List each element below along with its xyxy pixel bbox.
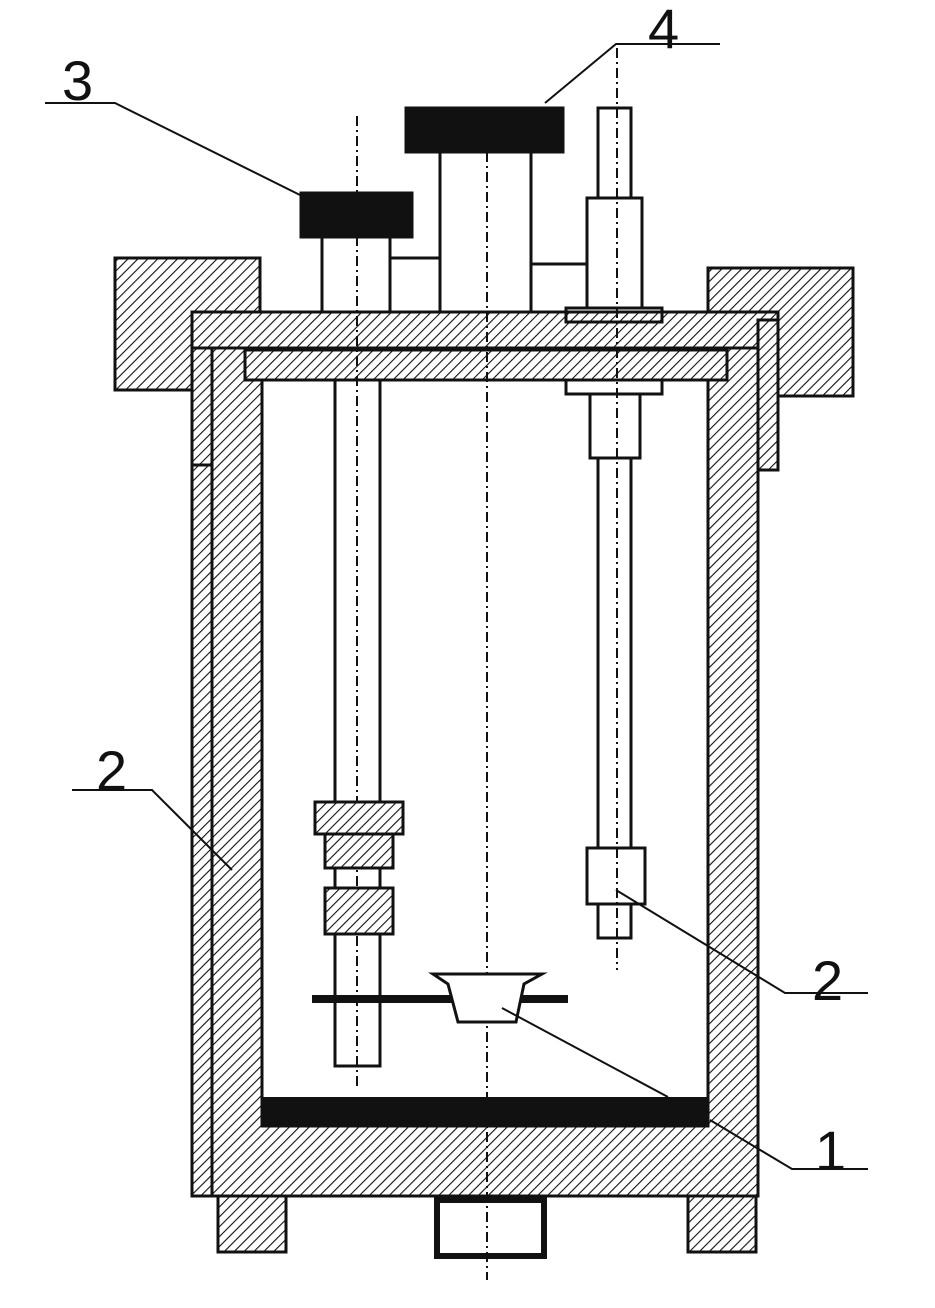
central-cap: [404, 106, 565, 154]
leader-3: [45, 102, 303, 197]
left-cap: [299, 191, 414, 239]
callout-label-4: 4: [648, 0, 679, 60]
vessel-wall: [190, 318, 780, 1259]
leader-2-right: [615, 889, 868, 994]
leader-1: [709, 1119, 868, 1170]
leader-4: [544, 43, 720, 104]
leader-2-left: [72, 789, 233, 871]
leader-1-crucible: [501, 1007, 669, 1098]
callout-label-3: 3: [62, 49, 93, 112]
callout-label-1: 1: [815, 1119, 846, 1182]
callout-label-2-right: 2: [812, 949, 843, 1012]
callout-label-2-left: 2: [96, 739, 127, 802]
central-column: [390, 106, 587, 314]
center-lines: [356, 48, 618, 1280]
crucible-assembly: [312, 972, 568, 1024]
leader-lines: [45, 43, 868, 1170]
top-lid: [113, 256, 855, 398]
bottom-solid-layer: [262, 1097, 708, 1126]
right-rod: [564, 106, 664, 940]
left-tube: [299, 191, 414, 1068]
